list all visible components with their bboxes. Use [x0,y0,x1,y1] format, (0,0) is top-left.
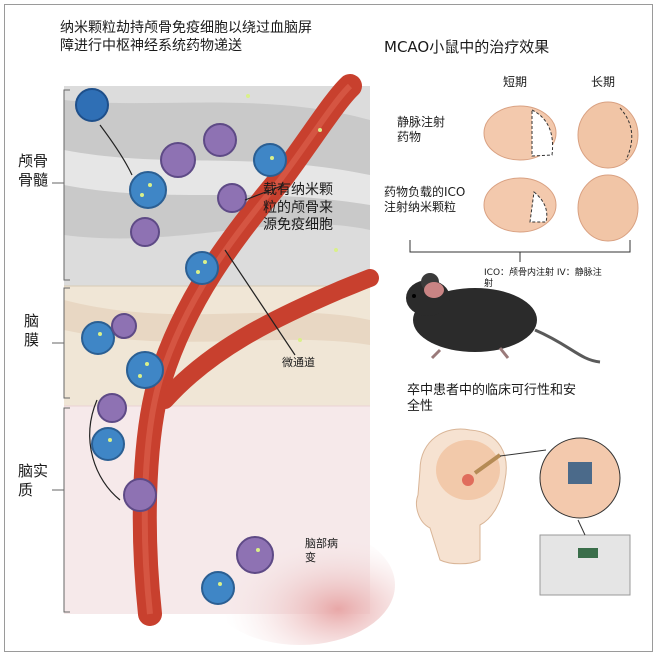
immune-cell [201,571,235,605]
immune-cell [203,123,237,157]
brain-whole-long-ico [577,174,639,242]
region-label-meninges: 脑 膜 [24,312,40,349]
right-panel-title: MCAO小鼠中的治疗效果 [384,38,550,56]
migration-arrows [89,124,296,501]
brain-slice-short-ico [483,177,557,233]
region-label-skull-marrow: 颅骨 骨髓 [18,152,49,189]
immune-cell [185,251,219,285]
callout-brain-lesion: 脑部病 变 [305,537,338,564]
immune-cell [97,393,127,423]
immune-cell [130,217,160,247]
immune-cell [111,313,137,339]
immune-cell [75,88,109,122]
immune-cell [253,143,287,177]
left-panel-title: 纳米颗粒劫持颅骨免疫细胞以绕过血脑屏 障进行中枢神经系统药物递送 [60,20,312,54]
column-label-long-term: 长期 [591,75,616,89]
callout-nanoparticle-cells: 载有纳米颗 粒的颅骨来 源免疫细胞 [263,182,333,233]
immune-cell [81,321,115,355]
immune-cells [75,88,338,605]
immune-cell [236,536,274,574]
clinical-section-title: 卒中患者中的临床可行性和安 全性 [407,383,577,415]
brain-whole-long-iv [577,101,639,169]
row-label-ico-nanoparticles: 药物负载的ICO 注射纳米颗粒 [384,185,466,214]
immune-cell [126,351,164,389]
immune-cell [129,171,167,209]
immune-cell [217,183,247,213]
brain-images [409,101,639,262]
region-label-parenchyma: 脑实 质 [18,462,49,499]
row-label-iv-drug: 静脉注射 药物 [397,115,446,144]
figure-frame [4,4,653,652]
immune-cell [160,142,196,178]
mouse-illustration [406,273,601,364]
immune-cell [123,478,157,512]
callout-microchannel: 微通道 [282,356,315,369]
immune-cell [91,427,125,461]
column-label-short-term: 短期 [503,75,528,89]
abbreviation-note: ICO：颅骨内注射 IV：静脉注 射 [484,268,602,290]
region-brackets [52,89,70,613]
left-scene [64,86,395,645]
clinical-illustration [416,428,631,596]
